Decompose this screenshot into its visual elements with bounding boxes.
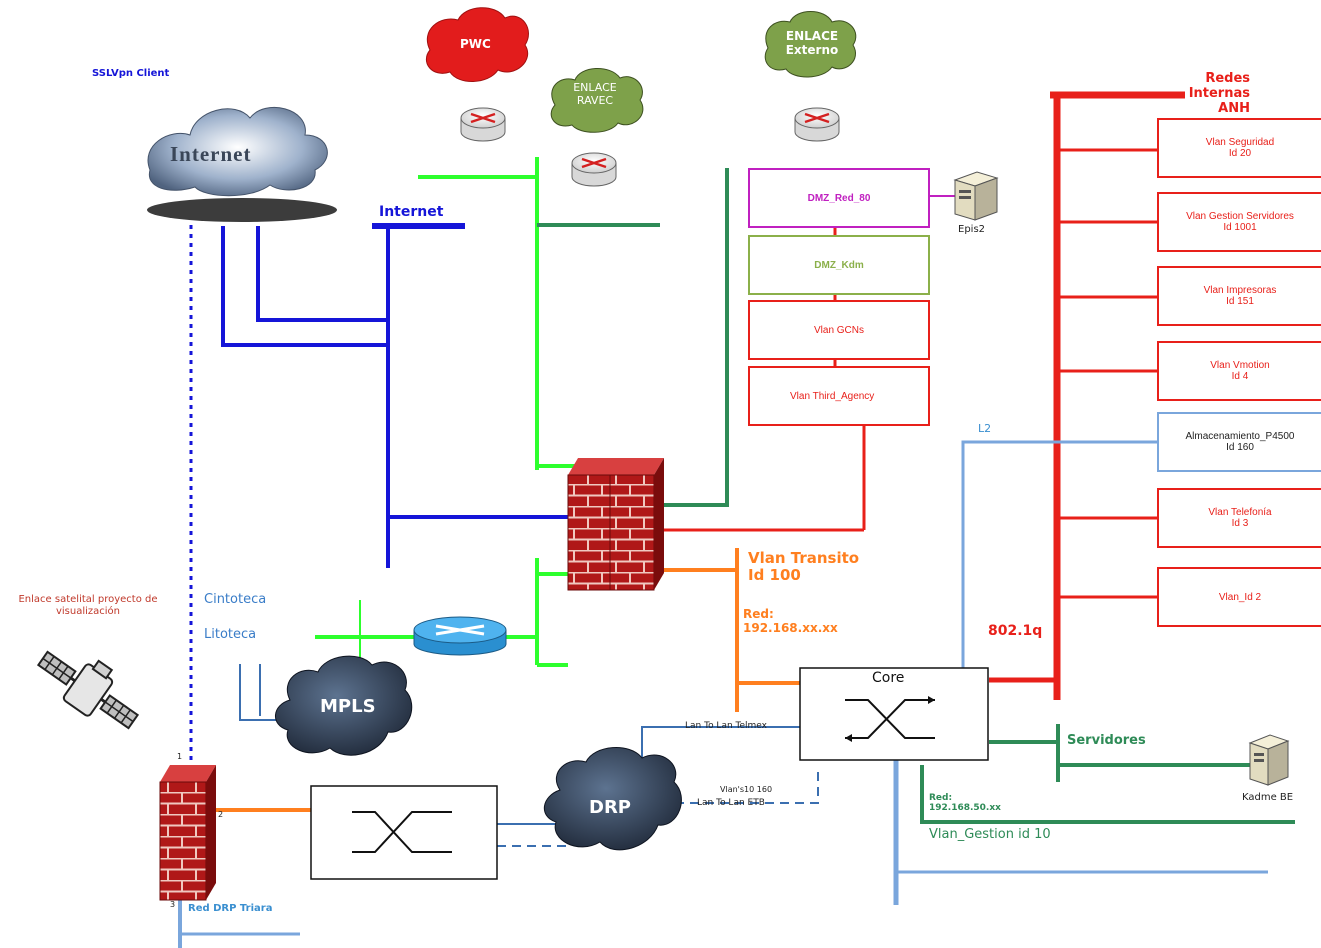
ravec-cloud — [550, 68, 644, 133]
router-externo — [794, 107, 840, 142]
almacenamiento-p4500: Almacenamiento_P4500 Id 160 — [1157, 412, 1321, 472]
vlan-gcns-label: Vlan GCNs — [813, 324, 864, 336]
redes-internas-label: Redes Internas ANH — [1188, 71, 1250, 116]
vlan-gestion-label: Vlan_Gestion id 10 — [929, 827, 1051, 842]
dmz-red-80-label: DMZ_Red_80 — [807, 192, 871, 204]
vlans10-label: Vlan's10 160 — [720, 785, 773, 794]
vlan-id-2: Vlan_Id 2 — [1157, 567, 1321, 627]
externo-cloud — [764, 11, 857, 78]
almacenamiento-p4500-label: Almacenamiento_P4500 Id 160 — [1185, 431, 1295, 453]
servidores-label: Servidores — [1067, 733, 1146, 748]
litoteca-label: Litoteca — [204, 627, 257, 642]
mpls-cloud — [275, 655, 413, 756]
internet-links — [221, 223, 568, 568]
drp-cloud — [544, 746, 682, 851]
pwc-cloud — [425, 7, 529, 82]
server-kadme-icon — [1248, 734, 1290, 786]
mpls-label: MPLS — [320, 696, 376, 717]
teal-links — [537, 168, 1295, 824]
vlan-impresoras: Vlan Impresoras Id 151 — [1157, 266, 1321, 326]
red-transito-label: Red: 192.168.xx.xx — [743, 607, 838, 635]
port-1-label: 1 — [177, 752, 183, 761]
dot1q-label: 802.1q — [988, 623, 1043, 639]
vlan-vmotion-label: Vlan Vmotion Id 4 — [1210, 360, 1270, 382]
internet-cloud-label: Internet — [170, 142, 252, 166]
vlan-seguridad: Vlan Seguridad Id 20 — [1157, 118, 1321, 178]
main-firewall — [567, 458, 664, 591]
internet-bus-label: Internet — [379, 204, 444, 220]
kadme-label: Kadme BE — [1242, 792, 1294, 803]
drp-firewall — [159, 765, 216, 901]
orange-links — [216, 548, 800, 812]
vlan-seguridad-label: Vlan Seguridad Id 20 — [1205, 137, 1275, 159]
sslvpn-label: SSLVpn Client — [92, 68, 170, 79]
lan-etb-label: Lan To Lan ETB — [697, 798, 765, 808]
vlan-third-agency-label: Vlan Third_Agency — [790, 390, 875, 402]
drp-switch — [310, 785, 498, 880]
drp-label: DRP — [589, 797, 631, 818]
dmz-kdm-label: DMZ_Kdm — [814, 259, 864, 271]
vlan-impresoras-label: Vlan Impresoras Id 151 — [1203, 285, 1277, 307]
vlan-telefonia-label: Vlan Telefonía Id 3 — [1208, 507, 1272, 529]
core-switch — [799, 667, 989, 761]
satellite-icon — [36, 650, 140, 730]
server-epis2-icon — [953, 171, 999, 221]
router-blue — [413, 616, 507, 656]
lan-telmex-label: Lan To Lan Telmex — [685, 721, 768, 731]
satelital-label: Enlace satelital proyecto de visualizaci… — [18, 594, 158, 617]
vlan-gcns: Vlan GCNs — [748, 300, 930, 360]
dmz-red-80: DMZ_Red_80 — [748, 168, 930, 228]
cintoteca-label: Cintoteca — [204, 592, 267, 607]
vlan-third-agency: Vlan Third_Agency — [748, 366, 930, 426]
vlan-id-2-label: Vlan_Id 2 — [1218, 591, 1262, 603]
vlan-transito-label: Vlan Transito Id 100 — [748, 549, 860, 585]
dmz-kdm: DMZ_Kdm — [748, 235, 930, 295]
vlan-gestion-servidores-label: Vlan Gestion Servidores Id 1001 — [1186, 211, 1294, 233]
router-pwc — [460, 107, 506, 142]
vlan-gestion-servidores: Vlan Gestion Servidores Id 1001 — [1157, 192, 1321, 252]
vlan-telefonia: Vlan Telefonía Id 3 — [1157, 488, 1321, 548]
core-label: Core — [872, 670, 905, 686]
port-2-label: 2 — [218, 810, 224, 819]
ravec-label: ENLACE RAVEC — [573, 81, 617, 107]
pwc-label: PWC — [460, 37, 491, 51]
port-3-label: 3 — [170, 900, 176, 909]
red-gestion-label: Red: 192.168.50.xx — [929, 793, 1001, 814]
epis2-label: Epis2 — [958, 224, 986, 235]
vlan-vmotion: Vlan Vmotion Id 4 — [1157, 341, 1321, 401]
green-links — [315, 157, 578, 667]
externo-label: ENLACE Externo — [785, 29, 839, 57]
l2-label: L2 — [978, 422, 992, 435]
internet-cloud — [147, 107, 337, 222]
red-drp-label: Red DRP Triara — [188, 903, 273, 914]
router-ravec — [571, 152, 617, 187]
